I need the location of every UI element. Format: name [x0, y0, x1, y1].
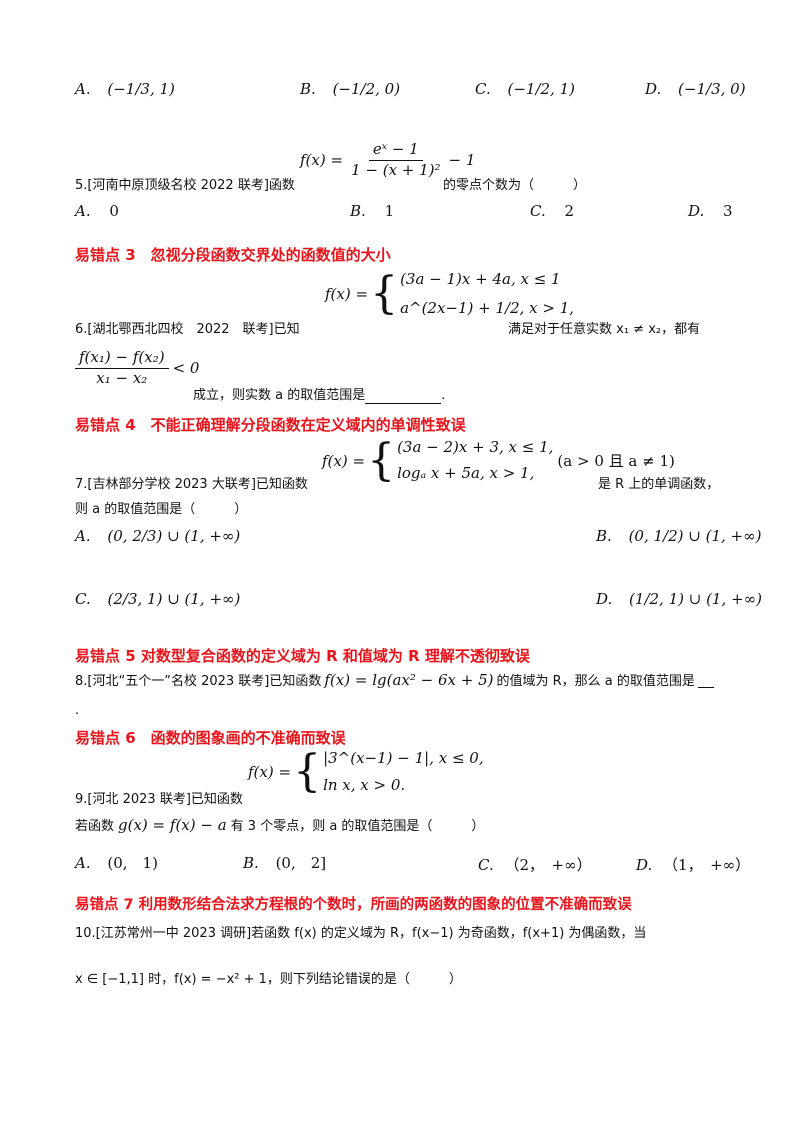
- q7-option-b: B. (0, 1/2) ∪ (1, +∞): [596, 527, 762, 545]
- left-brace: {: [370, 267, 399, 319]
- q5-option-c: C. 2: [530, 202, 575, 220]
- option-expr: (−1/3, 1): [107, 80, 175, 98]
- q9-option-c: C. （2， +∞）: [478, 856, 592, 874]
- q6-text-post: 成立，则实数 a 的取值范围是 .: [193, 388, 446, 404]
- section-heading-4: 易错点 4 不能正确理解分段函数在定义域内的单调性致误: [75, 416, 466, 434]
- q9-option-a: A. (0, 1): [75, 854, 158, 872]
- answer-blank[interactable]: [365, 388, 442, 404]
- option-expr: (−1/2, 0): [332, 80, 401, 98]
- q5-option-d: D. 3: [688, 202, 733, 220]
- q9-formula: f(x) = { |3^(x−1) − 1|, x ≤ 0, ln x, x >…: [248, 746, 484, 797]
- q8-formula: f(x) = lg(ax² − 6x + 5): [324, 670, 494, 689]
- q6-inequality: f(x₁) − f(x₂) x₁ − x₂ < 0: [75, 348, 199, 388]
- q7-text-line2: 则 a 的取值范围是（ ）: [75, 502, 248, 517]
- q10-line1: 10.[江苏常州一中 2023 调研]若函数 f(x) 的定义域为 R，f(x−…: [75, 926, 647, 941]
- q7-text: 7.[吉林部分学校 2023 大联考]已知函数: [75, 477, 308, 492]
- option-expr: (−1/2, 1): [507, 80, 576, 98]
- q5-text-post: 的零点个数为（ ）: [443, 178, 587, 193]
- option-d: D. (−1/3, 0): [645, 80, 746, 98]
- option-b: B. (−1/2, 0): [300, 80, 400, 98]
- q7-option-c: C. (2/3, 1) ∪ (1, +∞): [75, 590, 241, 608]
- q10-line2: x ∈ [−1,1] 时，f(x) = −x² + 1，则下列结论错误的是（ ）: [75, 972, 462, 987]
- option-c: C. (−1/2, 1): [475, 80, 575, 98]
- q9-option-d: D. （1， +∞）: [636, 856, 751, 874]
- option-a: A. (−1/3, 1): [75, 80, 175, 98]
- q9-option-b: B. (0, 2]: [243, 854, 327, 872]
- q5-option-b: B. 1: [350, 202, 395, 220]
- q5-option-a: A. 0: [75, 202, 119, 220]
- section-heading-5: 易错点 5 对数型复合函数的定义域为 R 和值域为 R 理解不透彻致误: [75, 647, 530, 665]
- section-heading-3: 易错点 3 忽视分段函数交界处的函数值的大小: [75, 246, 391, 264]
- option-letter: B.: [300, 80, 316, 98]
- q7-text-mid: 是 R 上的单调函数，: [598, 477, 720, 492]
- q5-fraction: eˣ − 1 1 − (x + 1)²: [351, 140, 441, 179]
- q9-text: 9.[河北 2023 联考]已知函数: [75, 792, 243, 807]
- q8-text: 8.[河北“五个一”名校 2023 联考]已知函数 f(x) = lg(ax² …: [75, 670, 714, 689]
- answer-blank[interactable]: [697, 672, 714, 688]
- q5-text: 5.[河南中原顶级名校 2022 联考]函数: [75, 178, 295, 193]
- q7-formula: f(x) = { (3a − 2)x + 3, x ≤ 1, logₐ x + …: [322, 434, 675, 486]
- q9-text-line2: 若函数 g(x) = f(x) − a 有 3 个零点，则 a 的取值范围是（ …: [75, 815, 485, 835]
- option-letter: D.: [645, 80, 662, 98]
- section-heading-7: 易错点 7 利用数形结合法求方程根的个数时，所画的两函数的图象的位置不准确而致误: [75, 897, 632, 913]
- section-heading-6: 易错点 6 函数的图象画的不准确而致误: [75, 729, 346, 747]
- q5-formula: f(x) = eˣ − 1 1 − (x + 1)² − 1: [300, 140, 476, 179]
- q7-option-d: D. (1/2, 1) ∪ (1, +∞): [596, 590, 762, 608]
- q7-option-a: A. (0, 2/3) ∪ (1, +∞): [75, 527, 241, 545]
- q6-text-mid: 满足对于任意实数 x₁ ≠ x₂，都有: [508, 322, 701, 337]
- option-letter: A.: [75, 80, 91, 98]
- option-expr: (−1/3, 0): [678, 80, 746, 98]
- q6-formula: f(x) = { (3a − 1)x + 4a, x ≤ 1 a^(2x−1) …: [325, 267, 575, 319]
- option-letter: C.: [475, 80, 491, 98]
- q6-text: 6.[湖北鄂西北四校 2022 联考]已知: [75, 322, 300, 337]
- q8-text-end: .: [75, 703, 80, 718]
